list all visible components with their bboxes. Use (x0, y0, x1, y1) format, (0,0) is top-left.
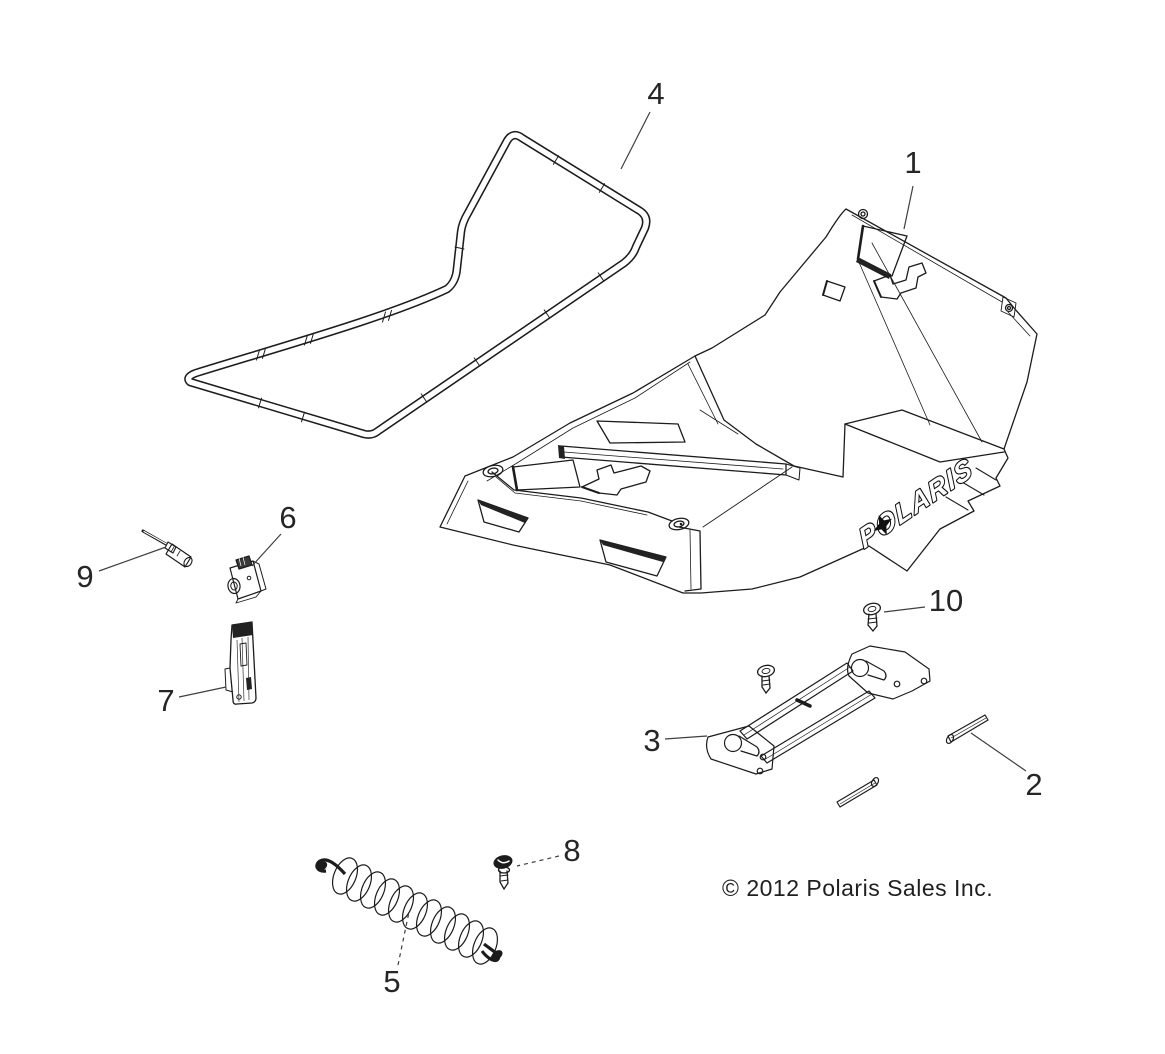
leader-6 (251, 533, 282, 567)
callout-label-2: 2 (1025, 767, 1043, 802)
leader-9 (98, 546, 167, 572)
callout-label-10: 10 (928, 583, 964, 618)
callout-label-4: 4 (647, 76, 665, 111)
leader-7 (178, 686, 227, 698)
callout-label-6: 6 (279, 500, 297, 535)
callout-leader-lines (98, 111, 1027, 966)
callout-label-1: 1 (904, 145, 922, 180)
leader-4 (620, 111, 651, 170)
copyright-text: © 2012 Polaris Sales Inc. (722, 875, 994, 901)
callout-label-5: 5 (383, 964, 401, 999)
callout-label-3: 3 (643, 723, 661, 758)
leader-1 (903, 185, 914, 230)
polaris-logo-text: POLARIS (855, 451, 978, 555)
part-3-mount-bracket (705, 645, 931, 775)
part-5-spring (315, 857, 503, 965)
part-10-screw (862, 602, 882, 633)
callout-label-9: 9 (76, 559, 94, 594)
leader-3 (664, 735, 708, 740)
part-7-latch-bracket (224, 621, 257, 705)
polaris-star-icon (873, 514, 892, 535)
part-2-hinge-pin (836, 714, 989, 808)
callout-label-8: 8 (563, 833, 581, 868)
part-9-pin (141, 529, 193, 568)
part-8-screw (493, 855, 513, 891)
part-4-rack-loop (184, 130, 651, 439)
part-6-latch-clip (227, 555, 267, 604)
leader-2 (970, 732, 1027, 772)
callout-label-7: 7 (157, 683, 175, 718)
leader-10 (883, 606, 926, 613)
part-1-hood: POLARIS (439, 208, 1038, 594)
leader-8 (516, 855, 560, 867)
part-10-screw-second (756, 664, 776, 695)
leader-5 (397, 911, 410, 966)
